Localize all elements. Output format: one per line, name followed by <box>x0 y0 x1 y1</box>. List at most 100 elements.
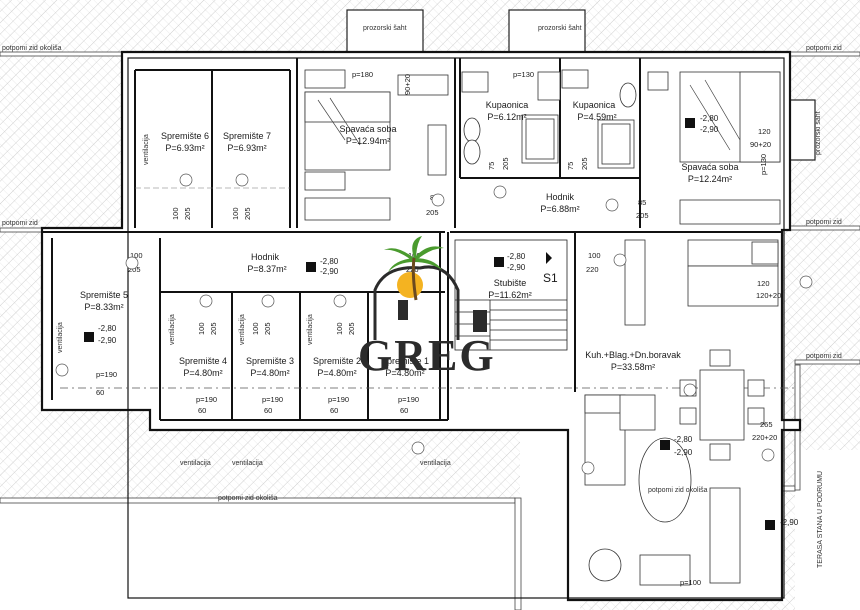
elevation-marker: -2,80 -2,90 <box>494 252 526 272</box>
elevation-marker: -2,80 -2,90 <box>306 257 339 276</box>
svg-text:60: 60 <box>400 406 408 415</box>
room-storage7-name: Spremište 7 <box>223 131 271 141</box>
logo-text: GREG <box>358 331 496 380</box>
svg-text:120: 120 <box>758 127 771 136</box>
svg-text:-2,80: -2,80 <box>320 257 339 266</box>
room-kitchen-name: Kuh.+Blag.+Dn.boravak <box>585 350 681 360</box>
room-bedroom2-name: Spavaća soba <box>681 162 738 172</box>
elevation-marker: -2,80 -2,90 <box>685 114 719 134</box>
svg-text:p=130: p=130 <box>513 70 534 79</box>
svg-text:potpomi zid okoliša: potpomi zid okoliša <box>648 487 708 494</box>
svg-text:205: 205 <box>426 208 439 217</box>
room-bedroom1-area: P=12.94m² <box>346 136 390 146</box>
room-hall-upper-area: P=6.88m² <box>540 204 579 214</box>
svg-text:ventilacija: ventilacija <box>169 314 176 345</box>
svg-text:ventilacija: ventilacija <box>239 314 246 345</box>
room-storage2-name: Spremište 2 <box>313 356 361 366</box>
window-shafts <box>346 9 816 161</box>
svg-text:p=190: p=190 <box>262 395 283 404</box>
svg-text:-2,80: -2,80 <box>674 435 693 444</box>
svg-text:60: 60 <box>330 406 338 415</box>
elevation-marker: -2,80 -2,90 <box>660 435 693 457</box>
room-bath2-name: Kupaonica <box>573 100 616 110</box>
svg-text:205: 205 <box>501 157 510 170</box>
bedroom1-furniture <box>304 69 449 221</box>
svg-text:60: 60 <box>264 406 272 415</box>
svg-text:60: 60 <box>96 388 104 397</box>
room-storage6-area: P=6.93m² <box>165 143 204 153</box>
svg-text:-2,90: -2,90 <box>674 448 693 457</box>
svg-text:ventilacija: ventilacija <box>307 314 314 345</box>
elevation-markers: -2,80 -2,90 -2,80 -2,90 -2,80 -2,90 -2,8… <box>84 114 799 530</box>
room-storage1-area: P=4.80m² <box>385 368 424 378</box>
svg-text:-2,90: -2,90 <box>700 125 719 134</box>
svg-text:120+20: 120+20 <box>756 291 781 300</box>
room-storage5-name: Spremište 5 <box>80 290 128 300</box>
svg-text:p=190: p=190 <box>196 395 217 404</box>
room-labels: Spremište 6 P=6.93m² Spremište 7 P=6.93m… <box>80 100 739 378</box>
room-bath1-area: P=6.12m² <box>487 112 526 122</box>
room-storage3-area: P=4.80m² <box>250 368 289 378</box>
svg-text:p=130: p=130 <box>759 154 768 175</box>
svg-text:-2,80: -2,80 <box>700 114 719 123</box>
room-storage7-area: P=6.93m² <box>227 143 266 153</box>
room-bath2-area: P=4.59m² <box>577 112 616 122</box>
svg-text:p=190: p=190 <box>328 395 349 404</box>
room-hall-lower-name: Hodnik <box>251 252 280 262</box>
site-labels: potpomi zid okoliša potpomi zid potpomi … <box>2 25 842 568</box>
svg-text:-2,90: -2,90 <box>507 263 526 272</box>
svg-text:100: 100 <box>588 251 601 260</box>
svg-text:205: 205 <box>128 265 141 274</box>
svg-text:S1: S1 <box>543 271 558 285</box>
svg-text:potpomi zid: potpomi zid <box>806 219 842 226</box>
svg-text:-2,80: -2,80 <box>507 252 526 261</box>
svg-text:100: 100 <box>231 207 240 220</box>
svg-text:potpomi zid okoliša: potpomi zid okoliša <box>2 45 62 52</box>
room-hall-upper-name: Hodnik <box>546 192 575 202</box>
svg-text:265: 265 <box>760 420 773 429</box>
svg-text:ventilacija: ventilacija <box>57 322 64 353</box>
room-storage5-area: P=8.33m² <box>84 302 123 312</box>
svg-text:ventilacija: ventilacija <box>232 460 263 467</box>
svg-text:prozorski šaht: prozorski šaht <box>538 25 582 32</box>
light-fixtures <box>55 173 813 475</box>
dimension-annotations: p=180 90+20 p=130 85 205 85 205 120 90+2… <box>96 70 781 587</box>
ventilation-labels: ventilacija ventilacija ventilacija vent… <box>57 134 451 467</box>
room-bedroom2-area: P=12.24m² <box>688 174 732 184</box>
room-storage4-area: P=4.80m² <box>183 368 222 378</box>
svg-text:p=190: p=190 <box>96 370 117 379</box>
svg-text:p=100: p=100 <box>680 578 701 587</box>
room-storage3-name: Spremište 3 <box>246 356 294 366</box>
svg-text:100: 100 <box>197 322 206 335</box>
room-storage6-name: Spremište 6 <box>161 131 209 141</box>
svg-text:-2,90: -2,90 <box>320 267 339 276</box>
svg-text:100: 100 <box>171 207 180 220</box>
elevation-marker: -2,90 <box>765 518 799 530</box>
svg-text:205: 205 <box>209 322 218 335</box>
svg-text:potpomi zid: potpomi zid <box>806 45 842 52</box>
interior-walls <box>42 58 782 421</box>
svg-text:prozorski šaht: prozorski šaht <box>363 25 407 32</box>
svg-text:p=180: p=180 <box>352 70 373 79</box>
svg-text:prozorski šaht: prozorski šaht <box>815 111 822 155</box>
svg-text:-2,90: -2,90 <box>98 336 117 345</box>
open-ground-bottom <box>0 498 515 610</box>
svg-text:220: 220 <box>586 265 599 274</box>
room-storage1-name: Spremište 1 <box>381 356 429 366</box>
svg-text:-2,80: -2,80 <box>98 324 117 333</box>
svg-text:ventilacija: ventilacija <box>180 460 211 467</box>
bathroom-fixtures <box>461 69 637 169</box>
room-bath1-name: Kupaonica <box>486 100 529 110</box>
room-hall-lower-area: P=8.37m² <box>247 264 286 274</box>
bedroom2-furniture <box>647 71 781 225</box>
svg-text:205: 205 <box>183 207 192 220</box>
svg-text:ventilacija: ventilacija <box>420 460 451 467</box>
svg-text:potpomi zid: potpomi zid <box>2 220 38 227</box>
svg-text:120: 120 <box>757 279 770 288</box>
palm-tree-icon <box>384 236 444 272</box>
svg-text:ventilacija: ventilacija <box>143 134 150 165</box>
svg-text:TERASA STANA U PODRUMU: TERASA STANA U PODRUMU <box>817 471 824 568</box>
svg-text:100: 100 <box>130 251 143 260</box>
elevation-marker: -2,80 -2,90 <box>84 324 117 345</box>
